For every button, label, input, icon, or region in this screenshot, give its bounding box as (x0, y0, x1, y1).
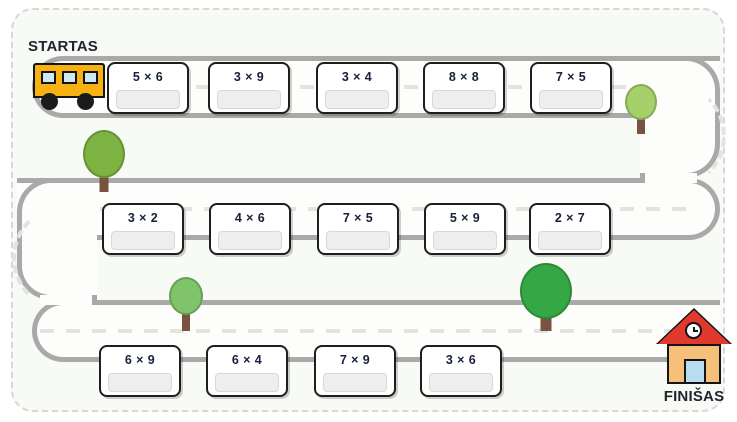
task-card[interactable]: 8 × 8 (423, 62, 505, 114)
finish-house-icon (656, 308, 732, 388)
school-bus-icon (33, 63, 105, 115)
tree-icon (519, 263, 573, 331)
task-expression: 7 × 9 (339, 353, 371, 367)
task-card[interactable]: 5 × 6 (107, 62, 189, 114)
task-card[interactable]: 3 × 6 (420, 345, 502, 397)
task-expression: 4 × 6 (234, 211, 266, 225)
task-card[interactable]: 2 × 7 (529, 203, 611, 255)
task-card[interactable]: 3 × 4 (316, 62, 398, 114)
task-answer-input[interactable] (539, 90, 603, 109)
tree-crown (169, 277, 203, 315)
task-card[interactable]: 7 × 9 (314, 345, 396, 397)
task-answer-input[interactable] (218, 231, 282, 250)
tree-trunk (99, 166, 109, 192)
tree-crown (83, 130, 125, 178)
tree-trunk (637, 110, 645, 134)
tree-icon (168, 277, 204, 331)
task-answer-input[interactable] (429, 373, 493, 392)
task-card[interactable]: 7 × 5 (530, 62, 612, 114)
task-expression: 5 × 9 (449, 211, 481, 225)
task-card[interactable]: 4 × 6 (209, 203, 291, 255)
start-label: STARTAS (28, 38, 99, 55)
task-expression: 7 × 5 (342, 211, 374, 225)
task-expression: 5 × 6 (132, 70, 164, 84)
task-card[interactable]: 3 × 2 (102, 203, 184, 255)
task-expression: 3 × 2 (127, 211, 159, 225)
tree-icon (82, 130, 126, 192)
task-expression: 8 × 8 (448, 70, 480, 84)
task-card[interactable]: 6 × 4 (206, 345, 288, 397)
task-answer-input[interactable] (116, 90, 180, 109)
tree-trunk (182, 305, 190, 331)
task-card[interactable]: 3 × 9 (208, 62, 290, 114)
road-centerline-arc-left (12, 204, 120, 312)
task-expression: 3 × 9 (233, 70, 265, 84)
road-centerline-arc-right (618, 82, 726, 190)
clock-icon (685, 322, 702, 339)
finish-label: FINIŠAS (663, 388, 725, 405)
task-answer-input[interactable] (326, 231, 390, 250)
bus-wheel (41, 93, 58, 110)
task-answer-input[interactable] (217, 90, 281, 109)
task-expression: 7 × 5 (555, 70, 587, 84)
bus-window (62, 71, 77, 84)
task-expression: 6 × 4 (231, 353, 263, 367)
task-expression: 2 × 7 (554, 211, 586, 225)
task-expression: 3 × 6 (445, 353, 477, 367)
tree-trunk (540, 307, 552, 331)
road-centerline-bottom (40, 329, 680, 333)
tree-crown (520, 263, 572, 319)
tree-icon (624, 84, 658, 134)
task-card[interactable]: 5 × 9 (424, 203, 506, 255)
task-answer-input[interactable] (433, 231, 497, 250)
task-answer-input[interactable] (111, 231, 175, 250)
task-answer-input[interactable] (108, 373, 172, 392)
bus-window (41, 71, 56, 84)
bus-window (83, 71, 98, 84)
task-answer-input[interactable] (432, 90, 496, 109)
house-door (684, 359, 706, 384)
task-answer-input[interactable] (325, 90, 389, 109)
bus-body (33, 63, 105, 98)
tree-crown (625, 84, 657, 120)
task-expression: 6 × 9 (124, 353, 156, 367)
bus-wheel (77, 93, 94, 110)
task-expression: 3 × 4 (341, 70, 373, 84)
task-card[interactable]: 7 × 5 (317, 203, 399, 255)
task-answer-input[interactable] (323, 373, 387, 392)
task-answer-input[interactable] (215, 373, 279, 392)
task-answer-input[interactable] (538, 231, 602, 250)
task-card[interactable]: 6 × 9 (99, 345, 181, 397)
